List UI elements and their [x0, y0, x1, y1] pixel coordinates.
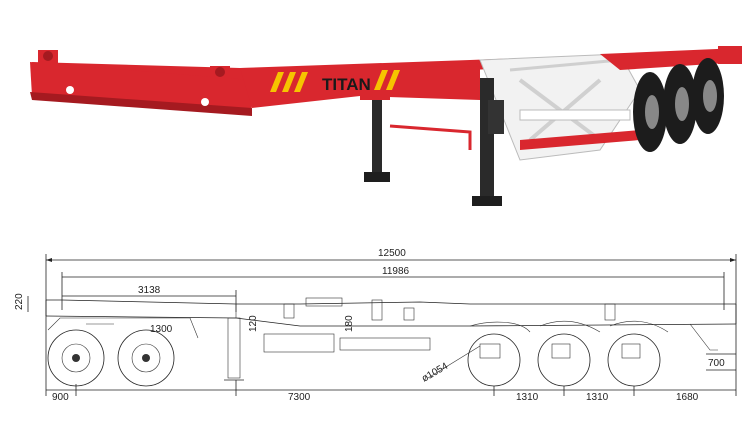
front-hole-1: [66, 86, 74, 94]
dim-gooseneck: 3138: [62, 285, 237, 312]
front-lock-right: [215, 67, 225, 77]
hazard-stripes-left: [268, 70, 312, 94]
rear-overhang-label: 1680: [676, 392, 699, 403]
gooseneck-label: 3138: [138, 285, 161, 296]
landing-leg-rear: [472, 78, 504, 206]
rear-tail: [718, 46, 742, 64]
brand-logo: TITAN: [322, 75, 371, 94]
mid-height-2-label: 180: [344, 315, 355, 332]
axle-spacing-2-label: 1310: [586, 392, 609, 403]
dim-rear-height: 700: [706, 353, 736, 371]
wheel-diameter-label: ø1054: [420, 361, 450, 385]
frame-length-label: 11986: [382, 266, 410, 277]
dim-wheel-diameter: ø1054: [420, 345, 481, 385]
drawing-landing-leg: [224, 317, 244, 381]
front-height-label: 220: [14, 293, 25, 310]
axle-spacing-1-label: 1310: [516, 392, 539, 403]
tractor-wheel-2: [117, 329, 175, 387]
dim-front-height: 220: [14, 293, 29, 312]
tractor-frame: [47, 317, 199, 339]
front-overhang-label: 900: [52, 392, 69, 403]
rear-height-label: 700: [708, 358, 725, 369]
trailer-photo: TITAN: [30, 46, 742, 206]
dim-bottom-chain: 900 7300 1310 1310 1680: [46, 380, 736, 403]
landing-leg-front: [360, 96, 390, 182]
kingpin-axle-label: 7300: [288, 392, 311, 403]
chassis-outline: [45, 297, 737, 353]
technical-drawing: 12500 11986 3138 220: [14, 248, 737, 403]
rear-beam: [600, 48, 742, 70]
front-hole-2: [201, 98, 209, 106]
tyre-3: [692, 58, 724, 134]
trailer-wheel-2: [537, 333, 591, 387]
front-crossbeam-shade: [30, 92, 252, 116]
tyre-1: [633, 72, 667, 152]
tyre-2: [663, 64, 697, 144]
mid-height-1-label: 120: [248, 315, 259, 332]
tractor-wheel-1: [47, 329, 105, 387]
kingpin-height-label: 1300: [150, 324, 173, 335]
dim-overall-length: 12500: [45, 248, 737, 396]
gooseneck-white-frame: [479, 53, 641, 161]
dim-frame-length: 11986: [61, 266, 725, 310]
front-lock-left: [43, 51, 53, 61]
trailer-wheel-1: [467, 333, 521, 387]
hazard-stripes-right: [374, 70, 400, 90]
crank-handle: [389, 124, 472, 150]
trailer-wheel-3: [607, 333, 661, 387]
overall-length-label: 12500: [378, 248, 406, 259]
